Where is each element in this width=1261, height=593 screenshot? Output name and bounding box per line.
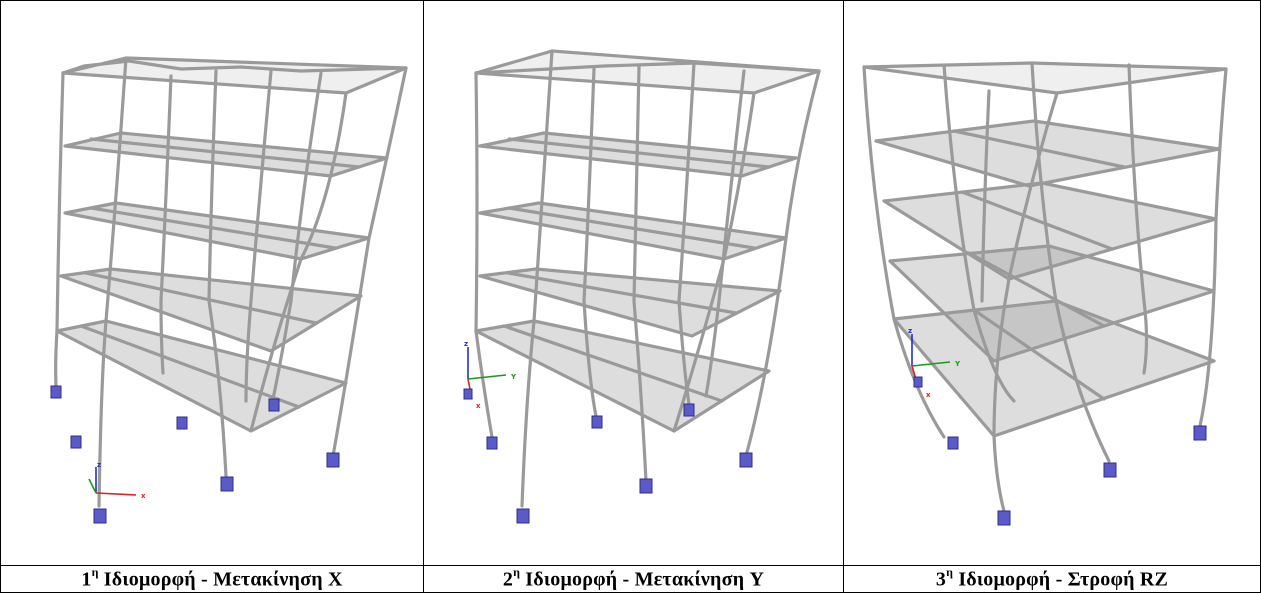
mode-1-axis-triad: x z <box>88 461 146 500</box>
mode-1-caption-ordinal: η <box>91 564 99 579</box>
mode-3-axis-triad: Y x z <box>908 327 961 399</box>
mode-2-slab-1 <box>474 320 771 432</box>
mode-1-support <box>326 452 340 468</box>
mode-2-support <box>683 403 695 417</box>
mode-1-support <box>268 398 280 412</box>
mode-3-frame-members <box>862 61 1228 513</box>
mode-3-caption-number: 3 <box>935 568 947 591</box>
mode-2-support <box>486 436 498 450</box>
mode-1-frame-members <box>54 56 408 508</box>
mode-2-support <box>516 508 530 524</box>
mode-3-support <box>1103 462 1117 478</box>
mode-2-frame-members <box>474 49 821 508</box>
mode-1-support <box>70 435 82 449</box>
mode-2-axis-triad: Y x z <box>463 340 517 410</box>
mode-1-support <box>176 416 188 430</box>
mode-2-axis-support <box>463 388 473 400</box>
mode-1-support <box>93 508 107 524</box>
mode-3-axis-z-label: z <box>908 327 912 335</box>
mode-3-support <box>1193 425 1207 441</box>
mode-1-image-cell: x z <box>0 0 424 566</box>
mode-2-support <box>739 452 753 468</box>
mode-2-caption: 2η Ιδιομορφή - Μετακίνηση Y <box>502 564 765 592</box>
mode-2-image-cell: Y x z <box>423 0 844 566</box>
mode-3-frame-drawing: Y x z <box>862 61 1228 526</box>
mode-1-axis-x-label: x <box>141 492 146 500</box>
mode-3-axis-support <box>913 376 923 388</box>
mode-1-support <box>220 476 234 492</box>
mode-1-axis-z-label: z <box>97 461 101 469</box>
mode-1-frame-drawing: x z <box>50 56 408 524</box>
mode-2-axis-z-label: z <box>464 340 468 348</box>
mode-1-caption: 1η Ιδιομορφή - Μετακίνηση Χ <box>81 564 343 592</box>
mode-3-caption-text: Ιδιομορφή - Στροφή RZ <box>953 568 1169 591</box>
mode-3-support <box>997 510 1011 526</box>
mode-3-axis-y-label: Y <box>954 360 961 368</box>
mode-1-caption-number: 1 <box>81 568 92 591</box>
mode-1-support <box>50 385 62 399</box>
mode-2-axis-y-label: Y <box>510 373 517 381</box>
mode-2-support <box>591 415 603 429</box>
mode-1-caption-text: Ιδιομορφή - Μετακίνηση Χ <box>98 568 343 591</box>
mode-2-caption-ordinal: η <box>513 564 521 579</box>
mode-3-axis-x-label: x <box>926 391 931 399</box>
mode-3-caption: 3η Ιδιομορφή - Στροφή RZ <box>935 564 1169 592</box>
mode-2-caption-number: 2 <box>502 568 514 591</box>
mode-3-caption-ordinal: η <box>946 564 954 579</box>
mode-2-caption-cell: 2η Ιδιομορφή - Μετακίνηση Y <box>423 565 844 593</box>
mode-1-caption-cell: 1η Ιδιομορφή - Μετακίνηση Χ <box>0 565 424 593</box>
mode-3-caption-cell: 3η Ιδιομορφή - Στροφή RZ <box>843 565 1261 593</box>
mode-3-image-cell: Y x z <box>843 0 1261 566</box>
mode-2-support <box>639 478 653 494</box>
mode-2-frame-drawing: Y x z <box>463 49 821 524</box>
mode-2-axis-x-label: x <box>476 402 481 410</box>
mode-2-caption-text: Ιδιομορφή - Μετακίνηση Y <box>520 568 765 591</box>
mode-3-support <box>947 436 959 450</box>
